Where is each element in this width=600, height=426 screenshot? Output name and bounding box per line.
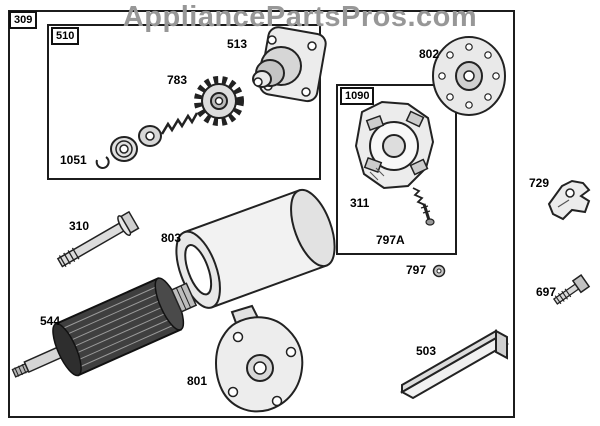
end-cap-plate-drawing xyxy=(432,36,506,116)
washer-spring-drawing xyxy=(95,112,199,169)
hex-bolt-drawing xyxy=(552,274,591,305)
part-label-503: 503 xyxy=(416,344,437,358)
part-label-1051: 1051 xyxy=(60,153,87,167)
sub-assembly-box-510 xyxy=(47,24,321,180)
part-label-697: 697 xyxy=(536,285,557,299)
drive-end-plate-drawing xyxy=(215,304,304,413)
housing-cylinder-drawing xyxy=(175,188,336,309)
gear-drawing xyxy=(194,76,244,126)
watermark: AppliancePartsPros.com xyxy=(122,1,478,33)
part-label-310: 310 xyxy=(69,219,90,233)
part-label-513: 513 xyxy=(227,37,248,51)
part-label-544: 544 xyxy=(40,314,61,328)
nut-drawing xyxy=(432,264,446,278)
callout-box-510: 510 xyxy=(51,27,80,45)
part-label-783: 783 xyxy=(167,73,188,87)
armature-drawing xyxy=(11,277,198,378)
callout-main-box-309: 309 xyxy=(9,11,38,29)
terminal-screw-drawing xyxy=(412,187,435,226)
part-label-801: 801 xyxy=(187,374,208,388)
part-label-802: 802 xyxy=(419,47,440,61)
main-diagram-box xyxy=(8,10,515,418)
part-label-729: 729 xyxy=(529,176,550,190)
callout-box-1090: 1090 xyxy=(340,87,375,105)
drive-clutch-drawing xyxy=(252,26,327,103)
sub-assembly-box-1090 xyxy=(336,84,457,255)
part-label-311: 311 xyxy=(350,196,370,210)
part-label-797: 797 xyxy=(406,263,427,277)
part-label-797A: 797A xyxy=(376,233,405,247)
retainer-bracket-drawing xyxy=(547,179,591,221)
part-label-803: 803 xyxy=(161,231,182,245)
brush-end-cap-drawing xyxy=(354,100,435,190)
mounting-strip-drawing xyxy=(399,329,510,400)
through-bolt-drawing xyxy=(56,210,140,268)
